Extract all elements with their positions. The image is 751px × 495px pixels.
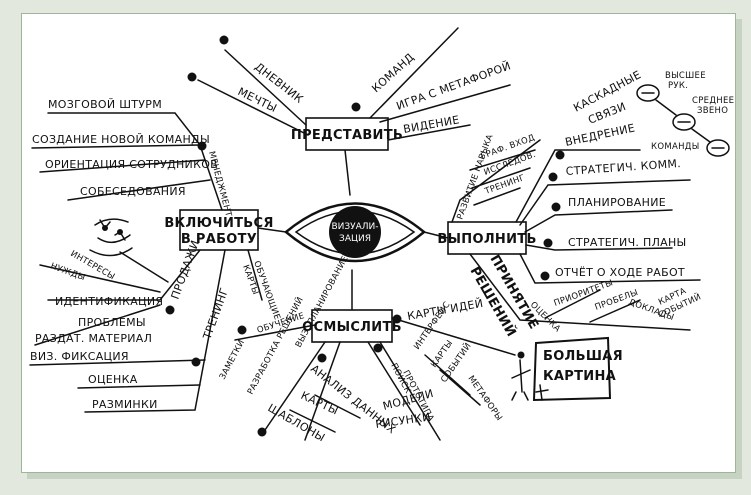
item-strategic-comm: СТРАТЕГИЧ. КОММ.: [565, 157, 681, 178]
item-metaphors: МЕТАФОРЫ: [466, 374, 504, 423]
item-problems: ПРОБЛЕМЫ: [78, 316, 146, 329]
item-interviews: СОБЕСЕДОВАНИЯ: [80, 185, 186, 198]
big-picture-1: БОЛЬШАЯ: [543, 349, 623, 364]
item-middle-1: СРЕДНЕЕ: [692, 96, 734, 106]
item-progress-report: ОТЧЁТ О ХОДЕ РАБОТ: [555, 266, 685, 279]
item-notes: ЗАМЕТКИ: [218, 338, 247, 381]
item-planning: ПЛАНИРОВАНИЕ: [568, 196, 666, 209]
item-cascade-teams: КОМАНДЫ: [651, 142, 700, 152]
item-identification: ИДЕНТИФИКАЦИЯ: [55, 295, 163, 308]
people-doodle-icon: [89, 218, 133, 257]
node-represent-label: ПРЕДСТАВИТЬ: [291, 128, 403, 143]
item-new-team: СОЗДАНИЕ НОВОЙ КОМАНДЫ: [32, 133, 210, 146]
item-teams: КОМАНД: [369, 51, 417, 96]
center-label-1: ВИЗУАЛИ-: [331, 222, 378, 232]
item-management: МЕНЕДЖМЕНТ: [206, 150, 233, 218]
item-engage-training: ТРЕНИНГ: [200, 286, 231, 342]
node-represent: [305, 117, 389, 151]
item-dreams: МЕЧТЫ: [236, 85, 279, 115]
center-label-2: ЗАЦИЯ: [339, 234, 371, 244]
node-understand-label: ОСМЫСЛИТЬ: [302, 320, 402, 335]
item-implementation: ВНЕДРЕНИЕ: [564, 121, 636, 149]
node-engage: [179, 209, 259, 251]
big-picture: БОЛЬШАЯ КАРТИНА: [511, 336, 623, 402]
item-higher-2: РУК.: [668, 81, 688, 91]
item-strategic-plans: СТРАТЕГИЧ. ПЛАНЫ: [568, 236, 687, 249]
item-handout: РАЗДАТ. МАТЕРИАЛ: [35, 332, 152, 345]
node-execute-label: ВЫПОЛНИТЬ: [437, 232, 536, 247]
item-metaphor-game: ИГРА С МЕТАФОРОЙ: [395, 59, 513, 113]
big-picture-2: КАРТИНА: [543, 369, 616, 384]
item-onboarding: ОРИЕНТАЦИЯ СОТРУДНИКОВ: [45, 158, 218, 171]
item-assessment: ОЦЕНКА: [88, 373, 138, 386]
node-engage-2: В РАБОТУ: [181, 232, 257, 247]
center-eye: ВИЗУАЛИ- ЗАЦИЯ: [284, 202, 426, 263]
item-higher-1: ВЫСШЕЕ: [665, 71, 706, 81]
item-middle-2: ЗВЕНО: [697, 106, 728, 116]
item-warmups: РАЗМИНКИ: [92, 398, 158, 411]
item-maps2: КАРТЫ: [299, 389, 341, 418]
item-brainstorm: МОЗГОВОЙ ШТУРМ: [48, 98, 162, 111]
item-viz-fixation: ВИЗ. ФИКСАЦИЯ: [30, 350, 129, 363]
node-understand: [311, 309, 393, 343]
node-execute: [447, 221, 527, 255]
node-engage-1: ВКЛЮЧИТЬСЯ: [164, 216, 273, 231]
cascade-diagram: ВЫСШЕЕ РУК. СРЕДНЕЕ ЗВЕНО КОМАНДЫ: [636, 71, 734, 157]
